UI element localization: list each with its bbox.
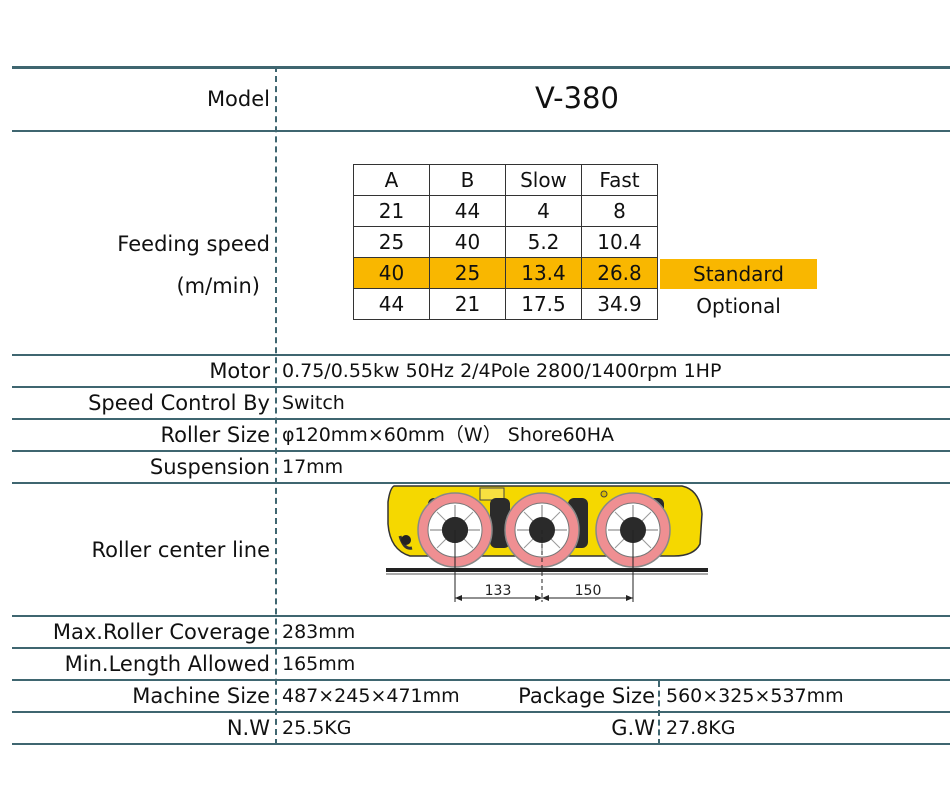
feeding-speed-label: Feeding speed [117,232,270,256]
feeding-speed-unit: (m/min) [176,274,260,298]
row-rule [12,386,950,388]
roller-diagram: 133 150 [386,485,708,602]
row-rule [12,482,950,484]
table-row: 21 44 4 8 [353,195,658,227]
table-cell: 17.5 [505,288,582,320]
machine-size-value: 487×245×471mm [282,685,460,707]
row-rule [12,711,950,713]
model-value: V-380 [535,81,619,115]
dimension-arrow [626,595,633,601]
table-cell: 5.2 [505,226,582,258]
feeder-bolt [600,490,608,498]
pivot [401,535,411,545]
table-cell: 21 [429,288,506,320]
roller-size-value: φ120mm×60mm（W） Shore60HA [282,424,615,446]
min-length-label: Min.Length Allowed [64,652,270,676]
model-label: Model [206,87,270,111]
column-header-b: B [429,164,506,196]
table-cell: 34.9 [581,288,658,320]
table-cell: 8 [581,195,658,227]
suspension-label: Suspension [149,455,270,479]
row-rule [12,354,950,356]
speed-control-value: Switch [282,392,345,414]
dimension-arrow [542,595,549,601]
row-rule [12,418,950,420]
feeding-speed-table: A B Slow Fast 21 44 4 8 25 40 5.2 10.4 4… [353,164,658,320]
table-top-rule [12,66,950,69]
column-divider-secondary [658,681,660,745]
row-rule [12,450,950,452]
table-cell: 25 [353,226,430,258]
roller-center-label: Roller center line [91,538,270,562]
table-header-row: A B Slow Fast [353,164,658,196]
column-header-slow: Slow [505,164,582,196]
dimension-arrow [535,595,542,601]
row-rule [12,679,950,681]
table-cell: 25 [429,257,506,289]
gross-weight-label: G.W [611,716,655,740]
motor-label: Motor [209,359,270,383]
table-row: 44 21 17.5 34.9 [353,288,658,320]
table-cell: 44 [353,288,430,320]
min-length-value: 165mm [282,653,356,675]
standard-note: Standard [660,259,817,289]
machine-size-label: Machine Size [132,684,270,708]
table-cell: 4 [505,195,582,227]
column-header-fast: Fast [581,164,658,196]
table-cell: 40 [429,226,506,258]
table-cell: 21 [353,195,430,227]
speed-control-label: Speed Control By [88,391,270,415]
table-cell: 10.4 [581,226,658,258]
net-weight-label: N.W [226,716,270,740]
coverage-value: 283mm [282,621,356,643]
table-cell: 40 [353,257,430,289]
column-divider [275,66,277,745]
dimension-label-150: 150 [575,583,602,599]
package-size-label: Package Size [518,684,655,708]
dimension-label-133: 133 [485,583,512,599]
table-bottom-rule [12,743,950,745]
optional-note: Optional [696,294,781,318]
column-header-a: A [353,164,430,196]
row-rule [12,615,950,617]
table-cell: 26.8 [581,257,658,289]
row-rule [12,647,950,649]
suspension-value: 17mm [282,456,344,478]
table-cell: 13.4 [505,257,582,289]
coverage-label: Max.Roller Coverage [52,620,270,644]
table-row: 25 40 5.2 10.4 [353,226,658,258]
dimension-arrow [455,595,462,601]
net-weight-value: 25.5KG [282,717,352,739]
row-rule [12,130,950,132]
package-size-value: 560×325×537mm [666,685,844,707]
table-cell: 44 [429,195,506,227]
roller-size-label: Roller Size [160,423,270,447]
feeder-bracket [398,535,413,550]
gross-weight-value: 27.8KG [666,717,736,739]
table-row-standard: 40 25 13.4 26.8 [353,257,658,289]
motor-value: 0.75/0.55kw 50Hz 2/4Pole 2800/1400rpm 1H… [282,360,722,382]
